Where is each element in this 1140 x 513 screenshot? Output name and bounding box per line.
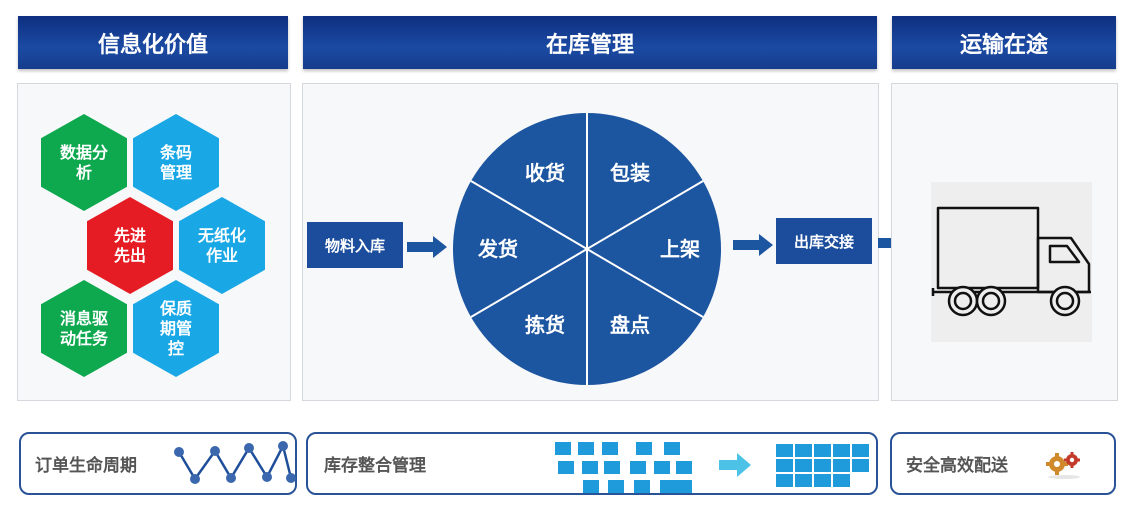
lifecycle-label: 订单生命周期 [35,456,137,476]
block [833,459,850,472]
block [852,459,869,472]
block [558,461,574,474]
header-warehouse: 在库管理 [303,16,877,69]
block [795,474,812,487]
block [676,461,692,474]
block [604,461,620,474]
block [814,444,831,457]
wheel-segment-stocktake: 盘点 [610,313,650,337]
wheel-segment-putaway: 上架 [660,237,700,261]
hex-line: 消息驱 [59,308,108,328]
process-wheel: 收货 包装 上架 盘点 拣货 发货 [453,113,721,385]
block [833,474,850,487]
inbound-label: 物料入库 [324,236,385,255]
wheel-segment-pick: 拣货 [525,313,565,337]
block [660,480,676,493]
header-transport-text: 运输在途 [959,32,1048,58]
block [833,444,850,457]
hex-line: 作业 [205,245,238,265]
wheel-segment-receive: 收货 [525,161,565,185]
hex-paperless: 无纸化作业 [179,197,265,294]
inbound-box: 物料入库 [307,222,403,268]
wheel-segment-pack: 包装 [610,161,650,185]
delivery-label: 安全高效配送 [906,456,1008,476]
block [630,461,646,474]
hex-line: 控 [167,338,184,358]
gears-icon [1046,452,1080,479]
outbound-label: 出库交接 [793,232,854,251]
block [795,444,812,457]
block [814,459,831,472]
block [852,444,869,457]
header-transport: 运输在途 [892,16,1116,69]
hex-line: 析 [75,162,92,182]
wheel-segment-ship: 发货 [477,237,518,261]
hex-line: 管理 [159,162,192,182]
hex-line: 数据分 [59,142,108,162]
lifecycle-zigzag-icon [174,441,296,484]
truck-icon [931,206,1091,317]
hex-line: 先出 [113,245,146,265]
wheel-divider [470,180,704,318]
block [776,444,793,457]
hex-line: 期管 [159,318,192,338]
lifecycle-card: 订单生命周期 [19,432,297,495]
info-value-panel: 数据分析 条码管理 先进先出 无纸化作业 消息驱动任务 保质期管控 [17,83,291,401]
block [636,442,652,455]
hexagon-cluster: 数据分析 条码管理 先进先出 无纸化作业 消息驱动任务 保质期管控 [18,84,290,400]
block [608,480,624,493]
block [676,480,692,493]
block [776,459,793,472]
block [814,474,831,487]
block [654,461,670,474]
hex-line: 保质 [159,298,192,318]
block [578,442,594,455]
block [555,442,571,455]
header-warehouse-text: 在库管理 [545,32,634,58]
block [795,459,812,472]
outbound-arrow-icon [733,234,773,256]
inventory-arrow-icon [719,453,751,477]
header-info-value-text: 信息化价值 [97,32,208,58]
hex-barcode: 条码管理 [133,114,219,211]
hex-line: 无纸化 [197,225,246,245]
header-info-value: 信息化价值 [18,16,288,69]
hex-line: 动任务 [59,328,108,348]
block [776,474,793,487]
hex-line: 条码 [159,142,192,162]
hex-shelf-life: 保质期管控 [133,280,219,377]
block [583,480,599,493]
hex-message-task: 消息驱动任务 [41,280,127,377]
delivery-card: 安全高效配送 [890,432,1116,495]
block [582,461,598,474]
inventory-label: 库存整合管理 [324,456,426,476]
block [602,442,618,455]
hex-fifo: 先进先出 [87,197,173,294]
inbound-arrow-icon [407,236,447,258]
hex-data-analysis: 数据分析 [41,114,127,211]
hex-line: 先进 [113,225,146,245]
outbound-box: 出库交接 [776,218,872,264]
block [634,480,650,493]
block [664,442,680,455]
